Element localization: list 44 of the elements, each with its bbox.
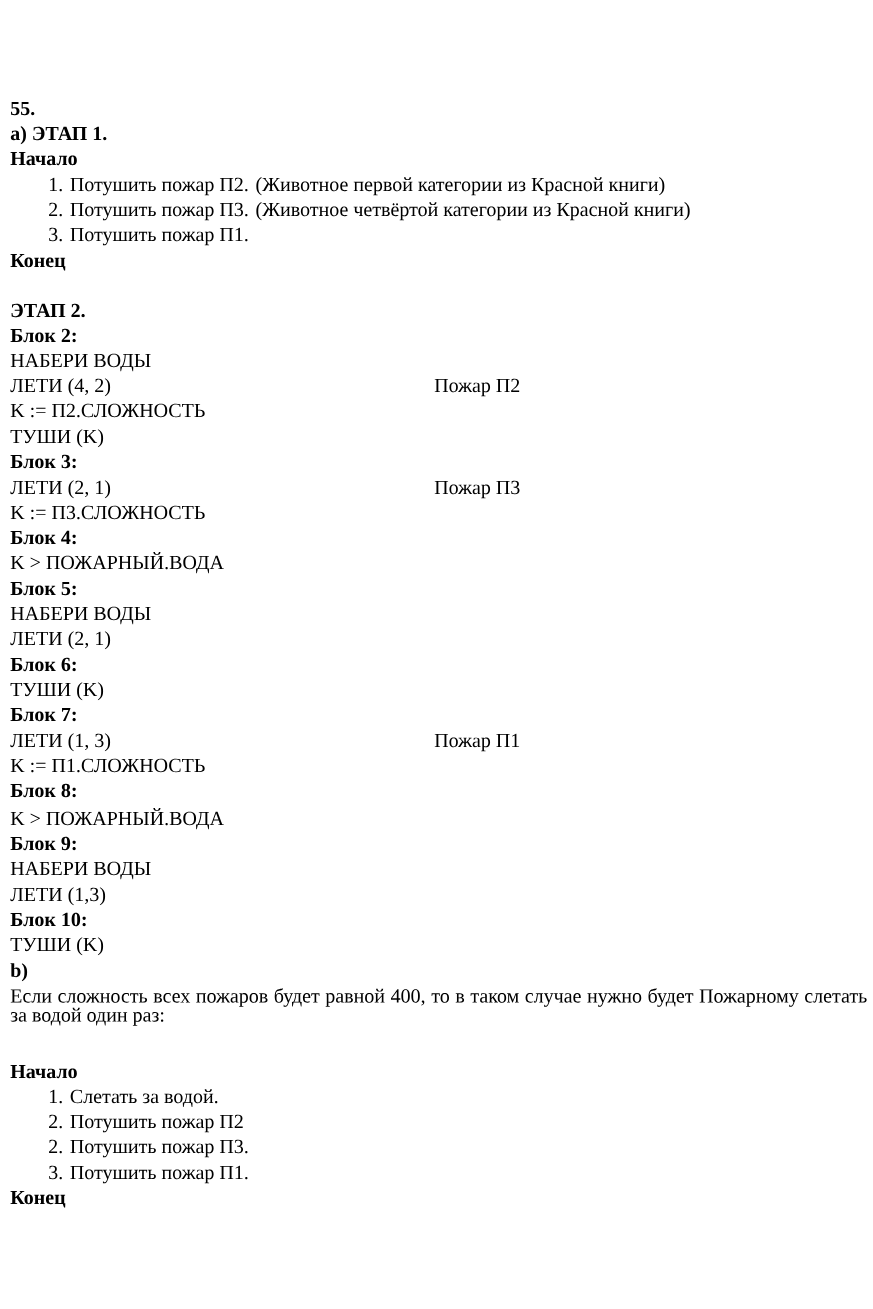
section-heading: Блок 4: [10, 530, 76, 545]
list-item: 2. Потушить пожар П2 [49, 1114, 243, 1133]
code-line: K > ПОЖАРНЫЙ.ВОДА [10, 808, 224, 830]
code-line: K := П2.СЛОЖНОСТЬ [10, 403, 205, 418]
fire-label: Пожар П1 [434, 733, 520, 752]
code-line: K := П3.СЛОЖНОСТЬ [10, 505, 205, 520]
section-heading: Блок 9: [10, 836, 76, 851]
code-line: ЛЕТИ (1, 3) [10, 733, 111, 752]
section-heading: b) [10, 963, 28, 982]
section-heading: ЭТАП 2. [11, 303, 85, 318]
code-line: НАБЕРИ ВОДЫ [10, 353, 151, 372]
section-heading: Конец [10, 253, 66, 271]
section-heading: Блок 8: [10, 783, 76, 798]
paragraph: Если сложность всех пожаров будет равной 400, то в таком случае нужно будет Пожарному слетать за водой один раз: [10, 988, 867, 1026]
code-line: ТУШИ (K) [10, 429, 104, 448]
code-line: НАБЕРИ ВОДЫ [10, 861, 151, 880]
section-heading: Конец [10, 1190, 66, 1208]
list-item: 3. Потушить пожар П1. [49, 227, 248, 246]
code-line: ЛЕТИ (4, 2) [10, 378, 111, 397]
list-item: 3. Потушить пожар П1. [49, 1165, 248, 1184]
fire-label: Пожар П3 [434, 480, 520, 499]
code-line: ТУШИ (K) [10, 682, 104, 701]
code-line: ТУШИ (K) [10, 937, 104, 956]
list-item: 2. Потушить пожар П3. (Животное четвёртой категории из Красной книги) [49, 202, 690, 221]
code-line: ЛЕТИ (2, 1) [10, 480, 111, 499]
section-heading: 55. [11, 101, 35, 116]
section-heading: Начало [10, 1064, 77, 1079]
section-heading: Блок 3: [10, 454, 76, 469]
fire-label: Пожар П2 [434, 378, 520, 397]
code-line: K := П1.СЛОЖНОСТЬ [10, 758, 205, 773]
list-item: 2. Потушить пожар П3. [49, 1139, 248, 1158]
section-heading: Блок 6: [10, 657, 76, 672]
list-item: 1. Слетать за водой. [49, 1089, 218, 1107]
code-line: K > ПОЖАРНЫЙ.ВОДА [10, 552, 224, 574]
code-line: НАБЕРИ ВОДЫ [10, 606, 151, 625]
list-item: 1. Потушить пожар П2. (Животное первой категории из Красной книги) [49, 177, 665, 196]
code-line: ЛЕТИ (2, 1) [10, 631, 111, 650]
section-heading: Блок 2: [10, 328, 76, 343]
section-heading: а) ЭТАП 1. [10, 126, 107, 145]
code-line: ЛЕТИ (1,3) [10, 887, 106, 906]
section-heading: Блок 7: [10, 707, 76, 722]
section-heading: Начало [10, 151, 77, 166]
section-heading: Блок 5: [10, 581, 76, 596]
section-heading: Блок 10: [10, 912, 86, 927]
